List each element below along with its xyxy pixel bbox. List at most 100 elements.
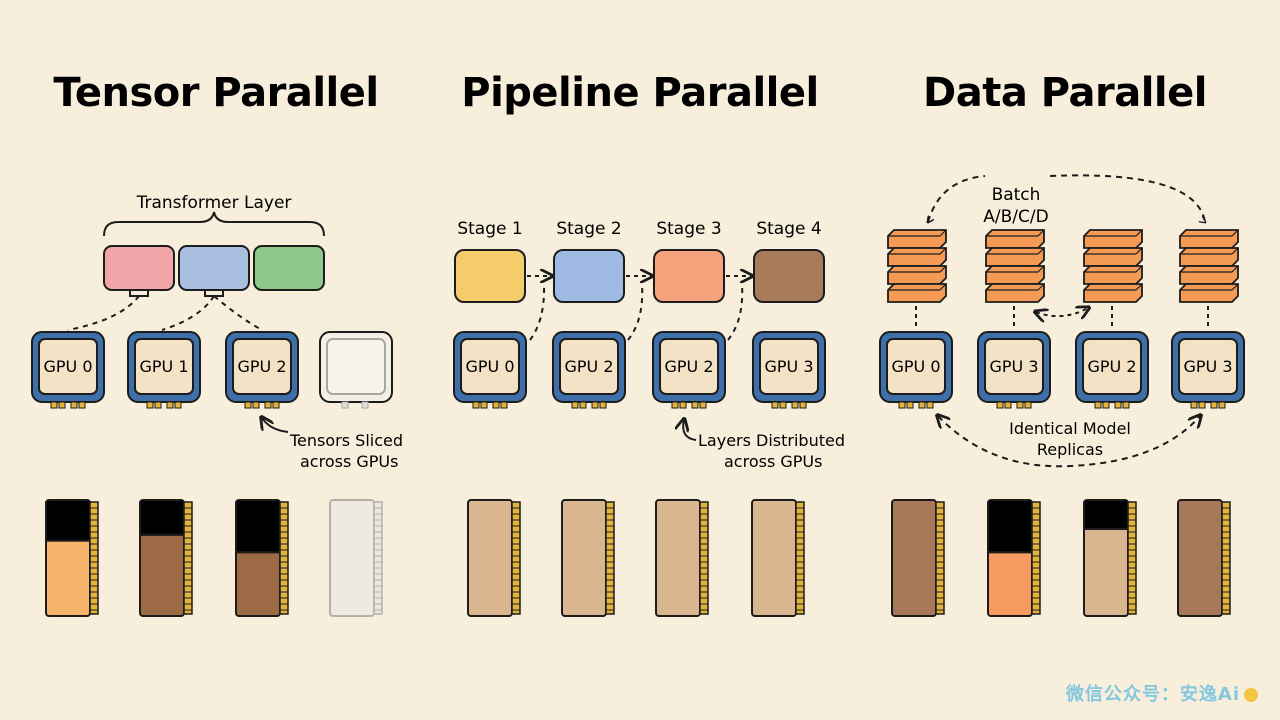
memory-top (989, 501, 1031, 554)
batch-slab-edge (1037, 283, 1045, 291)
gpu-pin (154, 401, 162, 409)
gpu-chip (559, 338, 619, 395)
stage-2-block (553, 249, 625, 303)
gpu-pin (252, 401, 260, 409)
gpu-pin (244, 401, 252, 409)
gpu-pin (699, 401, 707, 409)
memory-card (467, 499, 521, 617)
gpu-pin (78, 401, 86, 409)
pipeline-link-0 (529, 284, 546, 341)
batch-slab (1179, 247, 1239, 267)
memory-card (139, 499, 193, 617)
batch-slab-edge (1231, 247, 1239, 255)
memory-connector (373, 501, 383, 615)
gpu-pin (691, 401, 699, 409)
panel-title-pipeline: Pipeline Parallel (461, 70, 818, 116)
gpu-pin (70, 401, 78, 409)
gpu-pin (671, 401, 679, 409)
memory-connector (1031, 501, 1041, 615)
memory-connector (935, 501, 945, 615)
gpu-chip (759, 338, 819, 395)
gpu-pin (341, 401, 349, 409)
gpu-pin (996, 401, 1004, 409)
batch-stack (1083, 229, 1143, 330)
watermark-text: 微信公众号：安逸Ai (1065, 684, 1240, 705)
batch-slab-edge (1135, 265, 1143, 273)
gpu-card: GPU 2 (1075, 331, 1149, 409)
gpu-pin (779, 401, 787, 409)
memory-card (751, 499, 805, 617)
batch-slab (1083, 283, 1143, 303)
gpu-label: GPU 2 (1087, 357, 1136, 376)
batch-slab-edge (939, 283, 947, 291)
gpu-pin (1190, 401, 1198, 409)
gpu-pin (1198, 401, 1206, 409)
gpu-label: GPU 0 (891, 357, 940, 376)
pipeline-link-2 (727, 284, 744, 341)
batch-slab (985, 247, 1045, 267)
batch-slab-edge (1135, 229, 1143, 237)
gpu-label: GPU 0 (43, 357, 92, 376)
batch-slab-edge (1037, 247, 1045, 255)
tensor-annotation-line1: Tensors Sliced (289, 431, 403, 450)
panel-title-tensor: Tensor Parallel (53, 70, 378, 116)
batch-slab (887, 265, 947, 285)
gpu-pin (480, 401, 488, 409)
stage-3-block (653, 249, 725, 303)
tensor-link-1 (161, 295, 215, 331)
gpu-empty (319, 331, 393, 409)
memory-top (1085, 501, 1127, 530)
gpu-pin (906, 401, 914, 409)
memory-connector (89, 501, 99, 615)
gpu-pin (1210, 401, 1218, 409)
tensor-annotation-arrow (262, 418, 289, 433)
gpu-pin (591, 401, 599, 409)
pipeline-annotation-line2: across GPUs (724, 452, 822, 471)
gpu-chip (1082, 338, 1142, 395)
pipeline-annotation-arrow (683, 420, 697, 441)
stage-4-label: Stage 4 (756, 219, 821, 239)
batch-slab (887, 283, 947, 303)
batch-slab (1083, 229, 1143, 249)
memory-card (891, 499, 945, 617)
tensor-link-0 (67, 295, 140, 331)
watermark: 微信公众号：安逸Ai (1066, 680, 1258, 706)
panel-title-data: Data Parallel (923, 70, 1207, 116)
batch-slab-edge (1231, 283, 1239, 291)
gpu-label: GPU 3 (764, 357, 813, 376)
gpu-pin (58, 401, 66, 409)
gpu-pin (500, 401, 508, 409)
batch-slab (985, 265, 1045, 285)
gpu-chip (984, 338, 1044, 395)
gpu-card: GPU 2 (652, 331, 726, 409)
gpu-pin (1102, 401, 1110, 409)
gpu-chip (38, 338, 98, 395)
tensor-annotation-line2: across GPUs (300, 452, 398, 471)
batch-slab-edge (1231, 265, 1239, 273)
gpu-pin (1004, 401, 1012, 409)
memory-connector (511, 501, 521, 615)
stage-1-label: Stage 1 (457, 219, 522, 239)
batch-slab (1083, 265, 1143, 285)
replica-annotation-line1: Identical Model (1009, 419, 1131, 438)
gpu-pin (1016, 401, 1024, 409)
gpu-card: GPU 0 (453, 331, 527, 409)
batch-top-link (927, 174, 1206, 223)
batch-slab-edge (1037, 229, 1045, 237)
gpu-card: GPU 2 (225, 331, 299, 409)
watermark-logo (1244, 688, 1258, 702)
batch-slab (1179, 265, 1239, 285)
batch-mid-link (1036, 308, 1088, 316)
gpu-card: GPU 3 (977, 331, 1051, 409)
gpu-label: GPU 1 (139, 357, 188, 376)
gpu-pin (272, 401, 280, 409)
layer-slice-green (253, 245, 325, 291)
gpu-chip (659, 338, 719, 395)
batch-label-line1: Batch (992, 185, 1041, 205)
memory-card (1177, 499, 1231, 617)
gpu-card: GPU 2 (552, 331, 626, 409)
memory-connector (183, 501, 193, 615)
